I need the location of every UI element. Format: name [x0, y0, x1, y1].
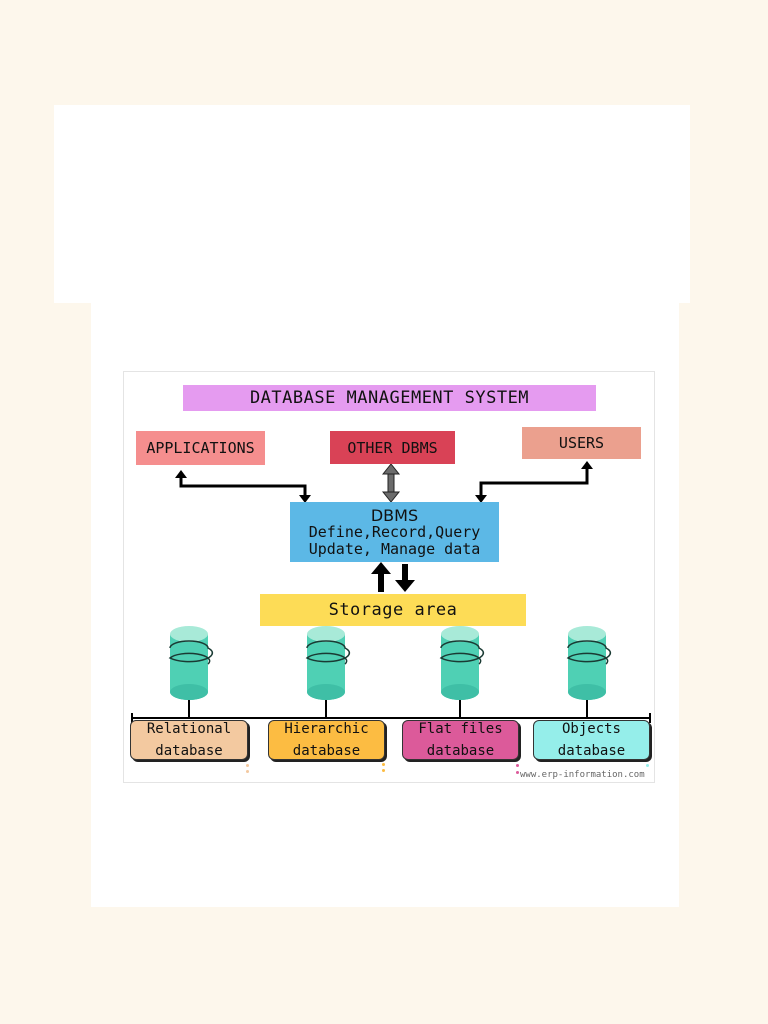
other-dbms-double-arrow [381, 463, 401, 503]
down-arrow [395, 564, 415, 592]
hierarchic-database-label: Hierarchic database [268, 720, 385, 760]
diagram-connectors [131, 461, 651, 723]
decor-dot [516, 771, 519, 774]
users-box: USERS [522, 427, 641, 459]
decor-dot [382, 769, 385, 772]
cylinder-flat-files [439, 626, 485, 718]
diagram-title: DATABASE MANAGEMENT SYSTEM [183, 385, 596, 411]
decor-dot [646, 764, 649, 767]
decor-dot [382, 763, 385, 766]
db-label-line-2: database [557, 743, 626, 759]
db-label-line-2: database [155, 743, 223, 759]
storage-area-box: Storage area [260, 594, 526, 626]
db-label-line-1: Relational [146, 721, 232, 737]
dbms-left-arrowhead [299, 495, 311, 503]
dbms-line-1: Define,Record,Query [308, 522, 481, 541]
applications-arrowhead [175, 470, 187, 478]
users-connector [479, 468, 589, 495]
db-label-line-1: Objects [561, 721, 621, 737]
decor-dot [516, 764, 519, 767]
flat-files-database-label: Flat files database [402, 720, 519, 760]
applications-connector [179, 477, 307, 496]
db-label-line-2: database [292, 743, 361, 759]
objects-database-label: Objects database [533, 720, 650, 760]
applications-box: APPLICATIONS [136, 431, 265, 465]
relational-database-label: Relational database [130, 720, 248, 760]
watermark: www.erp-information.com [520, 770, 645, 780]
cylinder-hierarchic [305, 626, 351, 718]
dbms-right-arrowhead [475, 495, 487, 503]
dbms-title: DBMS [370, 505, 419, 525]
db-label-line-2: database [426, 743, 495, 759]
dbms-line-2: Update, Manage data [308, 539, 481, 558]
dbms-box: DBMS Define,Record,Query Update, Manage … [290, 502, 499, 562]
up-arrow [371, 562, 391, 592]
top-white-panel [54, 105, 690, 303]
cylinder-objects [566, 626, 612, 718]
db-label-line-1: Flat files [418, 721, 503, 737]
users-arrowhead [581, 461, 593, 469]
decor-dot [246, 770, 249, 773]
other-dbms-box: OTHER DBMS [330, 431, 455, 464]
decor-dot [246, 764, 249, 767]
db-label-line-1: Hierarchic [284, 721, 369, 737]
dbms-diagram: DATABASE MANAGEMENT SYSTEM APPLICATIONS … [123, 371, 655, 783]
cylinder-relational [168, 626, 214, 718]
